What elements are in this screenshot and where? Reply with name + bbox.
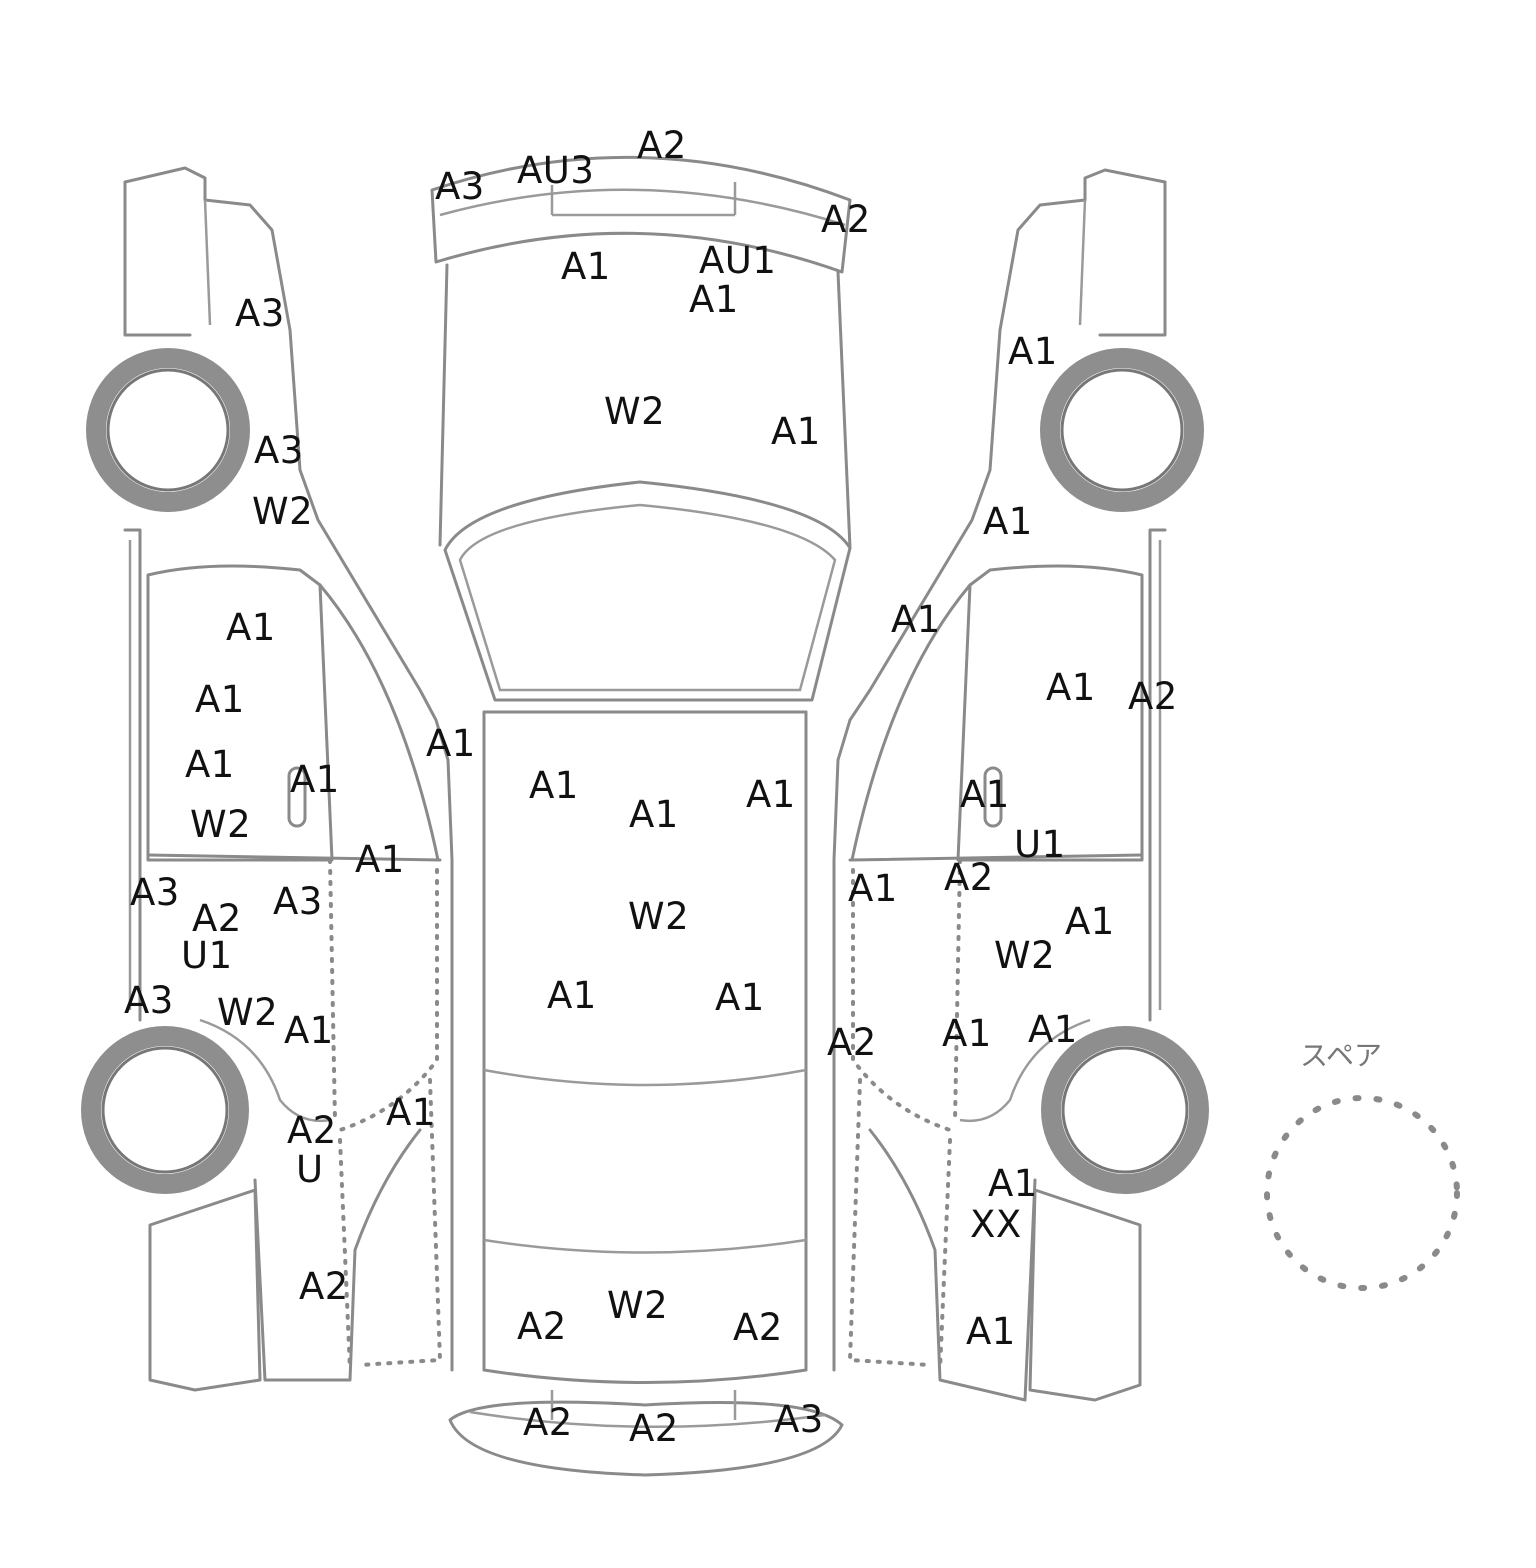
damage-mark: W2 xyxy=(604,390,665,433)
damage-mark: A2 xyxy=(299,1265,349,1308)
damage-mark: A1 xyxy=(226,606,276,649)
damage-mark: A1 xyxy=(960,773,1010,816)
damage-mark: A1 xyxy=(746,773,796,816)
damage-mark: A3 xyxy=(435,165,485,208)
damage-mark: A1 xyxy=(290,758,340,801)
damage-mark: W2 xyxy=(217,991,278,1034)
rear-bumper xyxy=(430,155,852,274)
damage-mark: A2 xyxy=(287,1109,337,1152)
left-side-view xyxy=(81,166,454,1392)
damage-mark: A1 xyxy=(426,722,476,765)
damage-labels: A3 A3 W2 A1 A1 A1 A1 W2 A1 A1 A3 A2 A3 U… xyxy=(124,124,1178,1450)
damage-mark: U1 xyxy=(1014,823,1066,866)
damage-mark: A1 xyxy=(629,793,679,836)
damage-mark: A1 xyxy=(715,976,765,1019)
left-rear-tire xyxy=(86,348,250,512)
damage-mark: A2 xyxy=(821,198,871,241)
damage-mark: A1 xyxy=(1008,330,1058,373)
damage-mark: A2 xyxy=(733,1306,783,1349)
damage-mark: AU3 xyxy=(517,149,594,192)
damage-mark: A2 xyxy=(944,856,994,899)
damage-mark: W2 xyxy=(190,803,251,846)
damage-mark: A1 xyxy=(966,1310,1016,1353)
damage-mark: AU1 xyxy=(699,239,776,282)
damage-mark: A1 xyxy=(355,838,405,881)
damage-mark: W2 xyxy=(994,934,1055,977)
damage-mark: A3 xyxy=(235,292,285,335)
left-door-handle xyxy=(287,766,307,828)
damage-mark: A2 xyxy=(192,897,242,940)
damage-mark: A2 xyxy=(637,124,687,167)
spare-tire-outline xyxy=(1264,1095,1460,1291)
damage-mark: A1 xyxy=(195,678,245,721)
left-front-tire xyxy=(81,1026,249,1194)
spare-tire: スペア xyxy=(1264,1039,1460,1291)
damage-mark: A1 xyxy=(185,743,235,786)
damage-mark: A1 xyxy=(284,1009,334,1052)
damage-mark: A1 xyxy=(771,410,821,453)
damage-mark: A1 xyxy=(386,1091,436,1134)
damage-mark: A1 xyxy=(983,500,1033,543)
spare-label: スペア xyxy=(1300,1039,1382,1072)
right-side-view xyxy=(832,168,1209,1402)
damage-mark: W2 xyxy=(607,1284,668,1327)
right-rear-tire xyxy=(1040,348,1204,512)
damage-mark: A1 xyxy=(547,974,597,1017)
damage-mark: W2 xyxy=(628,895,689,938)
rear-window xyxy=(443,480,852,702)
damage-mark: A1 xyxy=(942,1012,992,1055)
damage-mark: A1 xyxy=(1028,1008,1078,1051)
damage-mark: A1 xyxy=(891,598,941,641)
damage-mark: A1 xyxy=(561,245,611,288)
damage-mark: W2 xyxy=(252,490,313,533)
damage-mark: A1 xyxy=(529,764,579,807)
damage-mark: A3 xyxy=(130,871,180,914)
front-bumper xyxy=(448,1400,844,1477)
damage-mark: A1 xyxy=(1065,900,1115,943)
damage-mark: A3 xyxy=(774,1398,824,1441)
damage-mark: A2 xyxy=(827,1021,877,1064)
damage-mark: A3 xyxy=(124,979,174,1022)
damage-mark: A1 xyxy=(988,1162,1038,1205)
damage-mark: A2 xyxy=(1128,675,1178,718)
damage-mark: A2 xyxy=(517,1305,567,1348)
right-door-handle xyxy=(983,766,1003,828)
damage-mark: A1 xyxy=(1046,666,1096,709)
top-view xyxy=(430,155,852,1477)
damage-mark: U1 xyxy=(181,934,233,977)
damage-mark: A1 xyxy=(689,278,739,321)
damage-mark: XX xyxy=(970,1203,1022,1246)
damage-mark: U xyxy=(296,1148,324,1191)
damage-mark: A2 xyxy=(523,1401,573,1444)
damage-mark: A3 xyxy=(254,429,304,472)
damage-mark: A2 xyxy=(629,1407,679,1450)
right-front-tire xyxy=(1041,1026,1209,1194)
damage-mark: A1 xyxy=(848,867,898,910)
damage-mark: A3 xyxy=(273,880,323,923)
